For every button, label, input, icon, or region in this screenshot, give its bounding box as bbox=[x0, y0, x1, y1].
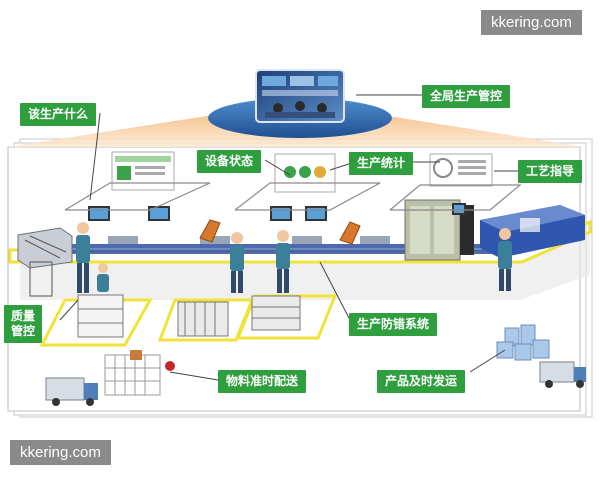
control-room-screen-icon bbox=[255, 69, 345, 123]
watermark-bottom: kkering.com bbox=[10, 440, 111, 465]
label-equipment-status: 设备状态 bbox=[197, 150, 262, 173]
truck-icon-right bbox=[539, 361, 586, 388]
truck-icon-left bbox=[45, 377, 98, 406]
label-quality-control: 质量管控 bbox=[4, 305, 42, 343]
label-material-delivery: 物料准时配送 bbox=[218, 370, 307, 393]
label-global-control: 全局生产管控 bbox=[422, 85, 511, 108]
label-product-shipping: 产品及时发运 bbox=[377, 370, 466, 393]
monitor-icons bbox=[88, 203, 466, 221]
label-production-stats: 生产统计 bbox=[349, 152, 414, 175]
label-error-proofing: 生产防错系统 bbox=[349, 313, 438, 336]
worker-figures bbox=[76, 222, 512, 293]
material-cage-icon bbox=[104, 350, 175, 396]
label-process-guide: 工艺指导 bbox=[518, 160, 583, 183]
robot-arm-icons bbox=[199, 219, 361, 245]
shelf-rack-icon bbox=[77, 294, 301, 338]
watermark-top: kkering.com bbox=[481, 10, 582, 35]
dashboard-screens bbox=[111, 151, 493, 193]
label-what-to-produce: 该生产什么 bbox=[20, 103, 97, 126]
machine-left-icon bbox=[17, 227, 73, 297]
